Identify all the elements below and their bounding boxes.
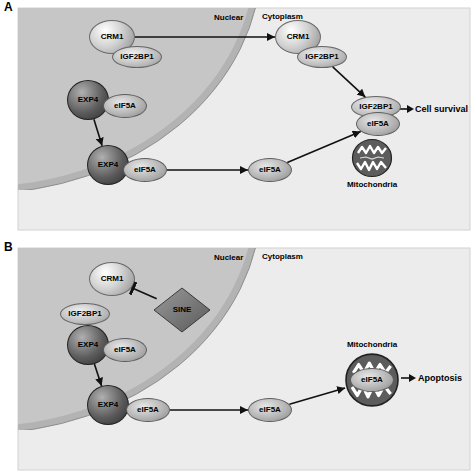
compartment-label: Nuclear <box>214 14 243 22</box>
protein-oval: eIF5A <box>248 398 292 422</box>
protein-oval: eIF5A <box>123 158 167 182</box>
protein-oval: eIF5A <box>350 368 394 392</box>
mitochondrion: MitochondriaeIF5A <box>344 352 400 408</box>
transport-arrow <box>94 119 102 146</box>
protein-oval: eIF5A <box>126 398 170 422</box>
inhibitor-diamond: SINE <box>153 287 211 333</box>
node-label: IGF2BP1 <box>68 310 101 318</box>
node-label: eIF5A <box>137 406 159 414</box>
node-label: EXP4 <box>98 401 118 409</box>
protein-oval: IGF2BP1 <box>297 46 347 68</box>
outcome-arrow <box>399 105 414 113</box>
transport-arrow <box>289 388 345 404</box>
node-label: eIF5A <box>114 346 136 354</box>
protein-sphere: EXP4 <box>87 385 129 425</box>
panel-letter: A <box>4 1 13 13</box>
transport-arrow <box>167 169 248 171</box>
inhibition-line <box>132 288 157 299</box>
protein-oval: IGF2BP1 <box>112 46 162 68</box>
node-label: EXP4 <box>78 341 98 349</box>
node-label: eIF5A <box>134 166 156 174</box>
outcome-label: Apoptosis <box>418 374 462 383</box>
node-label: CRM1 <box>287 33 310 41</box>
protein-sphere: CRM1 <box>89 262 135 296</box>
compartment-label: Cytoplasm <box>262 253 303 261</box>
protein-oval: eIF5A <box>356 112 400 136</box>
outcome-arrow <box>401 374 416 382</box>
node-label: eIF5A <box>259 166 281 174</box>
compartment-label: Cytoplasm <box>262 13 303 21</box>
node-label: EXP4 <box>78 96 98 104</box>
node-label: IGF2BP1 <box>120 53 153 61</box>
mitochondrion: Mitochondria <box>351 138 393 178</box>
node-label: IGF2BP1 <box>359 103 392 111</box>
protein-sphere: EXP4 <box>67 80 109 120</box>
transport-arrow <box>333 67 366 97</box>
node-label: IGF2BP1 <box>305 53 338 61</box>
node-label: CRM1 <box>101 33 124 41</box>
outcome-label: Cell survival <box>415 105 468 114</box>
organelle-label: Mitochondria <box>347 181 397 189</box>
transport-arrow <box>94 364 101 386</box>
protein-oval: eIF5A <box>103 338 147 362</box>
mitochondrion-shape <box>351 138 393 178</box>
node-label: SINE <box>173 306 192 314</box>
panel-letter: B <box>4 241 13 253</box>
transport-arrow <box>170 409 248 411</box>
protein-oval: eIF5A <box>248 158 292 182</box>
compartment-label: Nuclear <box>214 254 243 262</box>
node-label: eIF5A <box>259 406 281 414</box>
protein-oval: IGF2BP1 <box>60 303 110 325</box>
node-label: EXP4 <box>98 161 118 169</box>
node-label: eIF5A <box>361 376 383 384</box>
protein-sphere: EXP4 <box>67 325 109 365</box>
node-label: CRM1 <box>101 275 124 283</box>
protein-oval: eIF5A <box>103 94 147 118</box>
transport-arrow <box>135 36 275 38</box>
organelle-label: Mitochondria <box>347 341 397 349</box>
transport-arrow <box>287 131 360 162</box>
node-label: eIF5A <box>367 120 389 128</box>
protein-sphere: EXP4 <box>87 145 129 185</box>
node-label: eIF5A <box>114 102 136 110</box>
